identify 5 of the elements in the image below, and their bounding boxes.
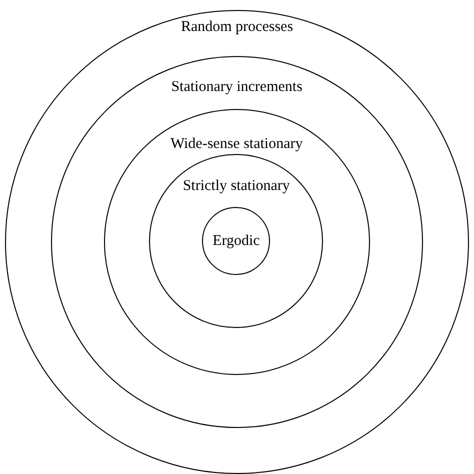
set-label: Random processes (180, 19, 294, 36)
set-label: Stationary increments (171, 78, 302, 96)
set-label: Wide-sense stationary (170, 136, 303, 153)
set-label: Ergodic (212, 233, 260, 250)
set-label: Strictly stationary (182, 178, 290, 196)
